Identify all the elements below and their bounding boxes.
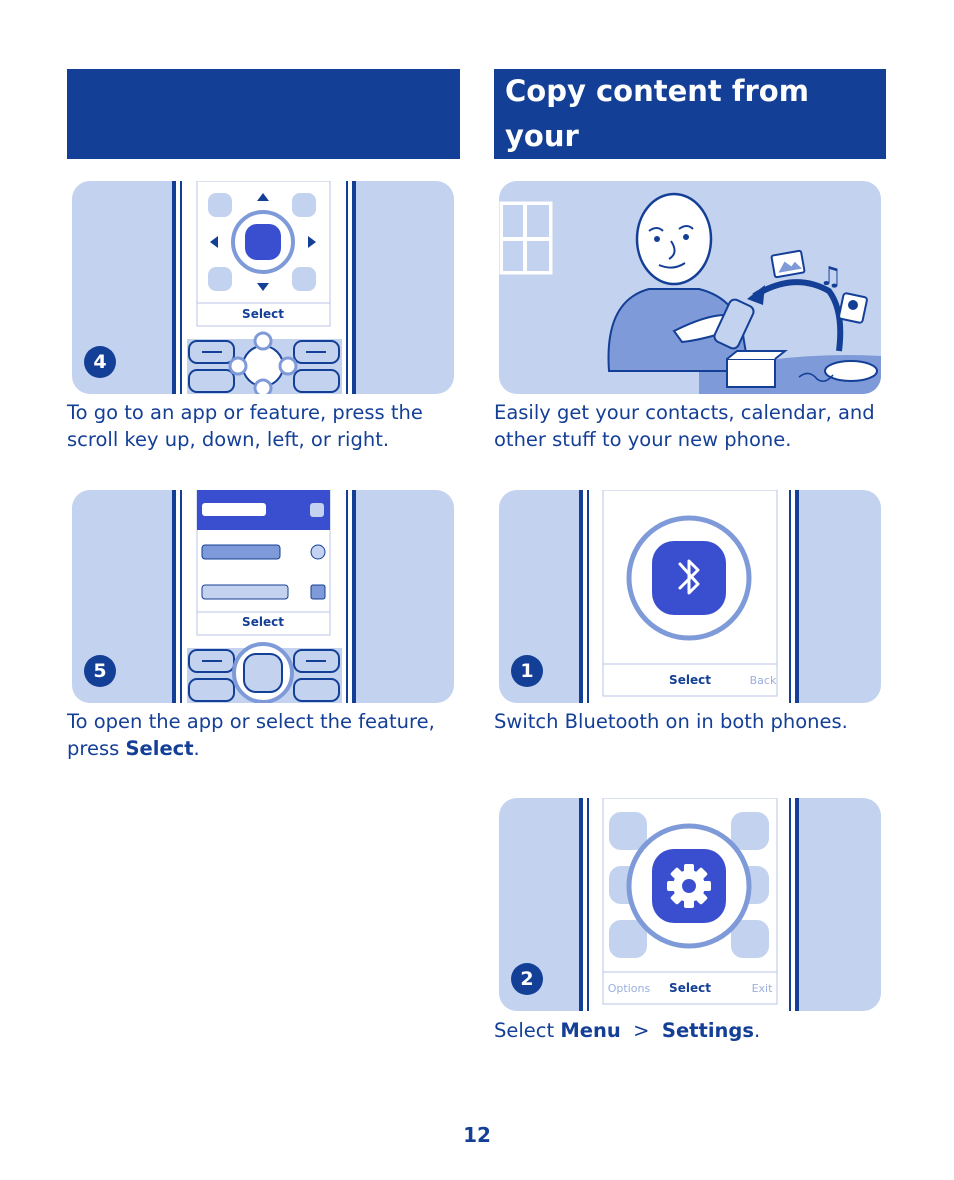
step-2-caption-settings: Settings [661, 1019, 754, 1042]
step-4-softkey: Select [242, 307, 284, 321]
step-number-4: 4 [84, 346, 116, 378]
step-2-caption-menu: Menu [560, 1019, 621, 1042]
step-2-softkey-exit: Exit [752, 982, 774, 995]
copy-content-caption: Easily get your contacts, calendar, and … [494, 401, 875, 451]
phone-scroll-illustration: Select [172, 181, 356, 394]
step-2-caption-separator: > [620, 1019, 662, 1042]
step-1-illustration: Select Back 1 [499, 490, 881, 703]
step-number-5: 5 [84, 655, 116, 687]
step-2-caption: Select Menu > Settings. [494, 1017, 894, 1044]
step-2-caption-end: . [753, 1019, 761, 1042]
step-2-softkey-select: Select [669, 981, 711, 995]
step-5-caption-select: Select [125, 737, 194, 760]
step-number-2: 2 [511, 963, 543, 995]
step-5-softkey: Select [242, 615, 284, 629]
header-banner-right [494, 69, 886, 159]
music-note-icon: ♫ [819, 262, 842, 292]
page-title-line-1: Copy content from your [505, 74, 809, 153]
page-number: 12 [463, 1123, 491, 1147]
step-4-caption: To go to an app or feature, press the sc… [67, 401, 423, 451]
step-4-illustration: Select 4 [72, 181, 454, 394]
step-2-illustration: Options Select Exit 2 [499, 798, 881, 1011]
step-1-softkey-back: Back [750, 674, 777, 687]
person-phones-illustration: ♫ [499, 192, 881, 394]
step-number-1: 1 [511, 655, 543, 687]
header-banner-left [67, 69, 460, 159]
phone-select-illustration: Select [172, 490, 356, 703]
copy-content-illustration: ♫ [499, 181, 881, 394]
gear-icon [667, 864, 711, 908]
step-5-caption-text: To open the app or select the feature, p… [67, 710, 435, 760]
bluetooth-icon [678, 559, 700, 595]
step-1-softkey-select: Select [669, 673, 711, 687]
step-5-caption-end: . [193, 737, 200, 760]
step-5-caption: To open the app or select the feature, p… [67, 708, 467, 762]
bluetooth-illustration: Select Back [579, 490, 799, 703]
step-2-caption-text: Select [494, 1019, 561, 1042]
step-2-softkey-options: Options [608, 982, 651, 995]
settings-illustration: Options Select Exit [579, 798, 799, 1011]
step-5-illustration: Select 5 [72, 490, 454, 703]
step-1-caption: Switch Bluetooth on in both phones. [494, 710, 848, 733]
